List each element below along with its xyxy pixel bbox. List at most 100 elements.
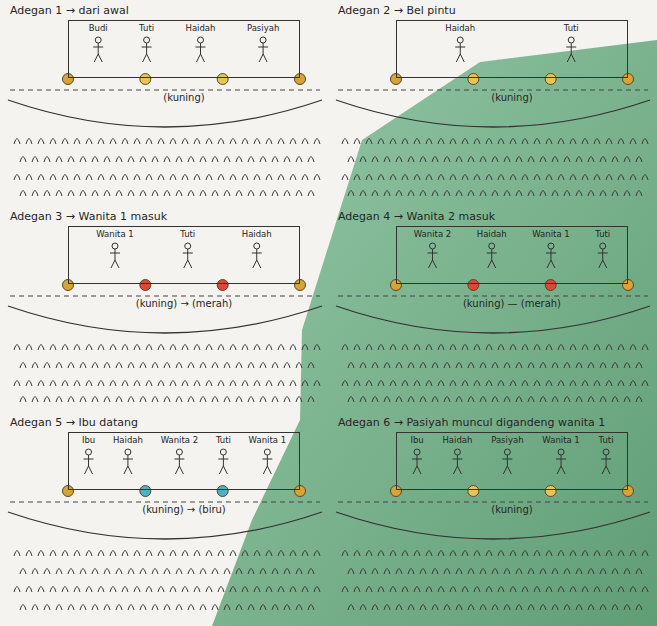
audience-seat: [122, 139, 128, 145]
audience-seat: [290, 587, 296, 593]
character-name: Tuti: [216, 435, 231, 446]
audience-seat: [176, 363, 182, 369]
audience-seat: [26, 381, 32, 387]
audience-seat: [570, 381, 576, 387]
audience-seat: [200, 569, 206, 575]
audience-seat: [606, 139, 612, 145]
audience-seat: [462, 587, 468, 593]
audience-seat: [182, 345, 188, 351]
audience-seat: [342, 175, 348, 181]
audience-seat: [606, 551, 612, 557]
audience-seat: [284, 397, 290, 403]
audience-seat: [540, 605, 546, 611]
audience-seat: [308, 569, 314, 575]
audience-seat: [618, 345, 624, 351]
audience-seat: [248, 191, 254, 197]
audience-seat: [342, 587, 348, 593]
audience-seat: [402, 345, 408, 351]
audience-seat: [486, 551, 492, 557]
audience-seat: [624, 397, 630, 403]
audience-seat: [384, 157, 390, 163]
audience-seat: [348, 569, 354, 575]
audience-seat: [176, 191, 182, 197]
audience-seat: [86, 381, 92, 387]
audience-seat: [378, 345, 384, 351]
audience-seat: [354, 345, 360, 351]
audience-seat: [492, 191, 498, 197]
scene-panel: Adegan 6 → Pasiyah muncul digandeng wani…: [334, 416, 652, 622]
audience-seat: [432, 157, 438, 163]
audience-seat: [606, 345, 612, 351]
audience-seat: [624, 569, 630, 575]
audience-seat: [390, 345, 396, 351]
audience-seat: [552, 191, 558, 197]
audience-seat: [26, 551, 32, 557]
audience-seat: [272, 605, 278, 611]
audience-seat: [408, 569, 414, 575]
audience-seat: [450, 345, 456, 351]
audience-seat: [612, 605, 618, 611]
audience-seat: [254, 345, 260, 351]
stick-figure: [218, 449, 228, 474]
audience-seat: [354, 139, 360, 145]
audience-seat: [636, 157, 642, 163]
audience-seat: [122, 345, 128, 351]
audience-seat: [420, 605, 426, 611]
audience-seat: [128, 191, 134, 197]
audience-seat: [242, 139, 248, 145]
stage-box: HaidahTuti: [396, 20, 628, 78]
audience-seat: [504, 363, 510, 369]
audience-seat: [44, 157, 50, 163]
audience-seat: [540, 191, 546, 197]
audience-seat: [152, 605, 158, 611]
audience-seat: [366, 551, 372, 557]
audience-seat: [534, 345, 540, 351]
audience-seat: [68, 569, 74, 575]
audience-seat: [170, 381, 176, 387]
stage-front-line: [10, 296, 320, 297]
audience-seat: [134, 345, 140, 351]
audience-seat: [372, 569, 378, 575]
audience-seat: [74, 551, 80, 557]
audience-seat: [242, 381, 248, 387]
audience-seat: [486, 175, 492, 181]
audience-seat: [68, 605, 74, 611]
audience-seat: [480, 397, 486, 403]
audience-seat: [290, 175, 296, 181]
audience-seat: [164, 157, 170, 163]
audience-seat: [528, 157, 534, 163]
scene-panel: Adegan 1 → dari awal(kuning)BudiTutiHaid…: [6, 4, 324, 204]
audience-edge: [8, 100, 322, 127]
audience-seat: [528, 605, 534, 611]
audience-seat: [384, 363, 390, 369]
audience-seat: [32, 397, 38, 403]
audience-seat: [266, 345, 272, 351]
audience-seat: [236, 363, 242, 369]
stage-light: [217, 280, 228, 291]
audience-seat: [14, 175, 20, 181]
stick-figure: [502, 449, 512, 474]
audience-seat: [296, 569, 302, 575]
audience-seat: [290, 139, 296, 145]
audience-seat: [236, 605, 242, 611]
scene-title: Adegan 3 → Wanita 1 masuk: [10, 210, 167, 223]
audience-seat: [14, 345, 20, 351]
audience-seat: [432, 605, 438, 611]
audience-seat: [104, 363, 110, 369]
audience-seat: [384, 569, 390, 575]
audience-seat: [558, 551, 564, 557]
audience-seat: [348, 397, 354, 403]
audience-seat: [510, 175, 516, 181]
audience-seat: [284, 191, 290, 197]
audience-seat: [80, 157, 86, 163]
lighting-note: (kuning) → (merah): [136, 298, 232, 309]
audience-seat: [510, 551, 516, 557]
audience-seat: [588, 191, 594, 197]
audience-seat: [146, 345, 152, 351]
audience-seat: [462, 381, 468, 387]
audience-seat: [564, 191, 570, 197]
audience-seat: [498, 175, 504, 181]
audience-seat: [582, 551, 588, 557]
stick-figure: [412, 449, 422, 474]
